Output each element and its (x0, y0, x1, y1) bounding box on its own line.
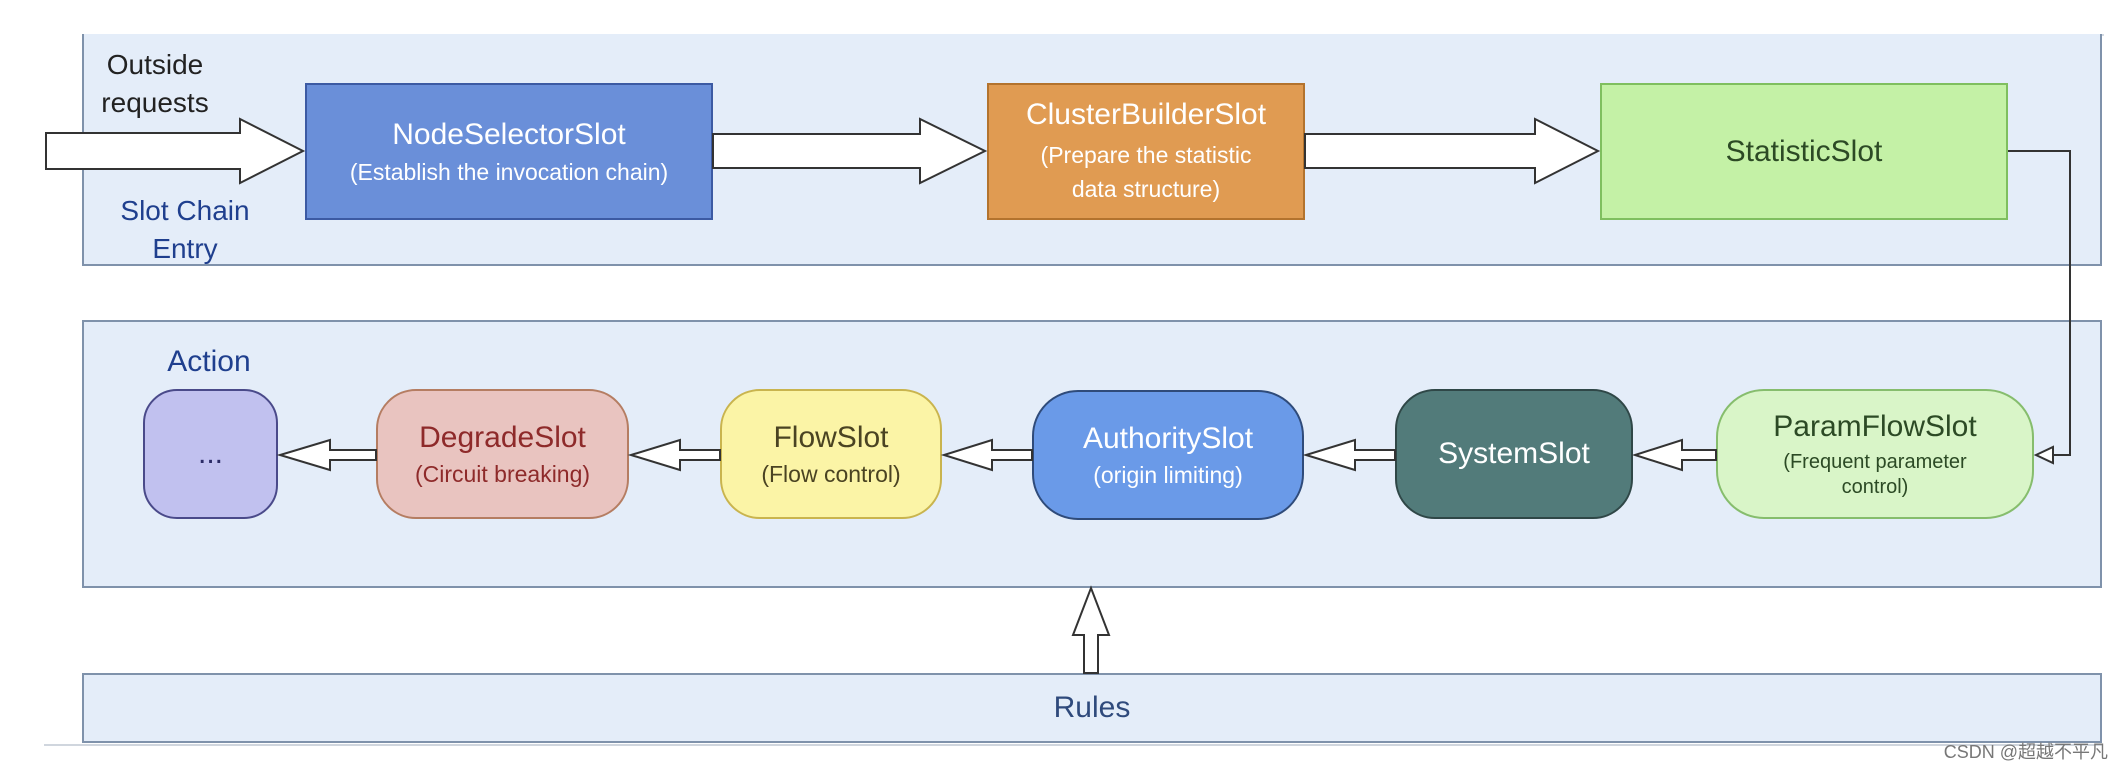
system-slot-name: SystemSlot (1438, 437, 1590, 471)
arrow-degrade-to-more (276, 438, 377, 472)
authority-slot-desc: (origin limiting) (1093, 462, 1243, 489)
arrow-rules-to-action (1071, 585, 1111, 674)
arrow-flow-to-degrade (627, 438, 721, 472)
slot-chain-entry-label: Slot Chain Entry (120, 195, 250, 264)
watermark: CSDN @超越不平凡 (1943, 742, 2108, 762)
flow-slot-name: FlowSlot (773, 420, 889, 454)
arrow-outside-to-node-selector (45, 117, 306, 185)
degrade-slot: DegradeSlot (Circuit breaking) (376, 389, 629, 519)
degrade-slot-desc: (Circuit breaking) (414, 461, 591, 488)
rules-label: Rules (1053, 691, 1131, 724)
param-flow-slot-desc: (Frequent parameter control) (1783, 450, 1967, 498)
arrow-authority-to-flow (940, 438, 1033, 472)
node-selector-slot: NodeSelectorSlot (Establish the invocati… (305, 83, 713, 220)
arrow-cluster-builder-to-statistic (1304, 117, 1601, 185)
node-selector-slot-desc: (Establish the invocation chain) (349, 158, 669, 185)
cluster-builder-slot-name: ClusterBuilderSlot (1025, 98, 1267, 132)
authority-slot-name: AuthoritySlot (1082, 421, 1254, 455)
outside-requests-label: Outside requests (101, 49, 209, 118)
flow-slot: FlowSlot (Flow control) (720, 389, 942, 519)
connector-statistic-to-param-flow (2008, 150, 2071, 456)
more-slots-ellipsis: ... (197, 437, 223, 471)
action-label: Action (167, 345, 251, 378)
degrade-slot-name: DegradeSlot (419, 420, 586, 454)
arrow-system-to-authority (1302, 438, 1396, 472)
param-flow-slot: ParamFlowSlot (Frequent parameter contro… (1716, 389, 2034, 519)
statistic-slot: StatisticSlot (1600, 83, 2008, 220)
rules-panel: Rules (82, 673, 2102, 743)
statistic-slot-name: StatisticSlot (1725, 134, 1883, 168)
cluster-builder-slot-desc: (Prepare the statistic data structure) (1040, 141, 1252, 203)
param-flow-slot-name: ParamFlowSlot (1773, 410, 1977, 444)
arrow-param-flow-to-system (1631, 438, 1717, 472)
node-selector-slot-name: NodeSelectorSlot (392, 118, 626, 152)
connector-arrowhead (2033, 445, 2054, 465)
more-slots: ... (143, 389, 278, 519)
flow-slot-desc: (Flow control) (761, 461, 901, 488)
arrow-node-selector-to-cluster-builder (712, 117, 988, 185)
